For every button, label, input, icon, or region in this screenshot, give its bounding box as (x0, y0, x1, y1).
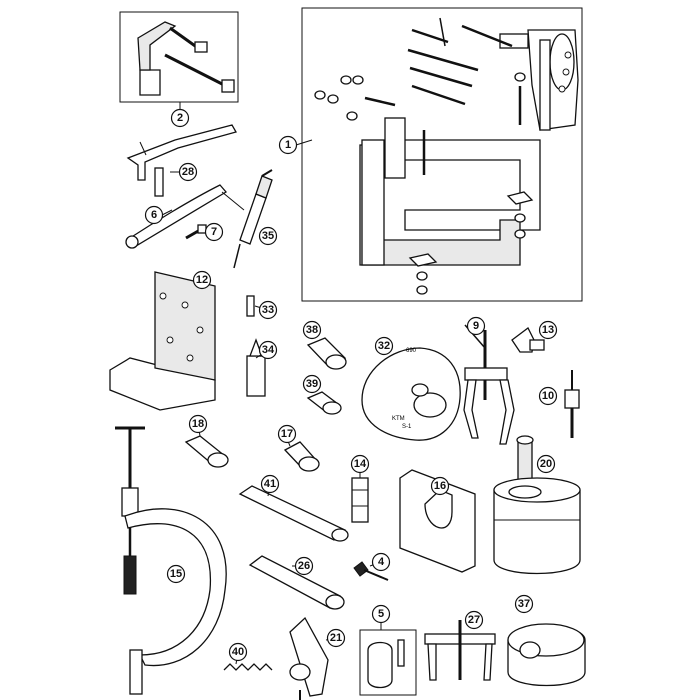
svg-text:18: 18 (192, 418, 204, 430)
part-10-tool (564, 370, 580, 438)
callout-26: 26 (294, 556, 314, 576)
callout-7: 7 (204, 222, 224, 242)
svg-text:17: 17 (281, 428, 293, 440)
svg-text:7: 7 (211, 226, 217, 238)
part-28-holder (126, 124, 237, 197)
callout-13: 13 (538, 320, 558, 340)
svg-text:9: 9 (473, 320, 479, 332)
callout-35: 35 (258, 226, 278, 246)
part-13-tool (511, 327, 545, 353)
callout-17: 17 (277, 424, 297, 444)
svg-text:13: 13 (542, 324, 554, 336)
svg-text:27: 27 (468, 614, 480, 626)
part-9-puller (463, 324, 515, 445)
svg-text:2: 2 (177, 112, 183, 124)
svg-text:38: 38 (306, 324, 318, 336)
part-26-socket (248, 555, 345, 610)
callout-34: 34 (258, 340, 278, 360)
svg-text:10: 10 (542, 390, 554, 402)
callout-39: 39 (302, 374, 322, 394)
part-20-press (493, 435, 581, 575)
part-40-spring (223, 663, 273, 671)
callout-38: 38 (302, 320, 322, 340)
callout-33: 33 (258, 300, 278, 320)
part-17-sleeve (283, 441, 320, 472)
callout-21: 21 (326, 628, 346, 648)
svg-text:26: 26 (298, 560, 310, 572)
part-37-ring (507, 623, 586, 687)
part-14-filter (351, 477, 369, 523)
part-39-sleeve (306, 391, 342, 415)
callout-15: 15 (166, 564, 186, 584)
part-16-fork-block (399, 469, 476, 573)
svg-text:15: 15 (170, 568, 182, 580)
part-12-angle-plate (109, 271, 216, 411)
part-21-puller (289, 616, 329, 700)
svg-text:21: 21 (330, 632, 342, 644)
callout-40: 40 (228, 642, 248, 662)
part-41-drift (238, 485, 349, 542)
svg-text:32: 32 (378, 340, 390, 352)
callout-20: 20 (536, 454, 556, 474)
svg-text:5: 5 (378, 608, 384, 620)
callout-16: 16 (430, 476, 450, 496)
part-15-spring-compressor (115, 426, 227, 695)
callout-28: 28 (178, 162, 198, 182)
part-18-sleeve (184, 435, 229, 468)
callout-14: 14 (350, 454, 370, 474)
plate-text-2: 690 (406, 348, 417, 354)
callout-9: 9 (466, 316, 486, 336)
callout-41: 41 (260, 474, 280, 494)
callout-32: 32 (374, 336, 394, 356)
svg-text:4: 4 (378, 556, 385, 568)
part-4-key (353, 561, 389, 581)
part-5-kit (359, 629, 417, 696)
svg-text:34: 34 (262, 344, 275, 356)
svg-text:35: 35 (262, 230, 274, 242)
part-2-bracket (119, 11, 239, 103)
svg-text:14: 14 (354, 458, 367, 470)
callout-4: 4 (371, 552, 391, 572)
svg-text:20: 20 (540, 458, 552, 470)
plate-text-3: S-1 (402, 424, 412, 430)
svg-text:28: 28 (182, 166, 194, 178)
part-38-sleeve (306, 337, 347, 370)
svg-text:33: 33 (262, 304, 274, 316)
part-34-bottle (246, 338, 266, 397)
svg-text:41: 41 (264, 478, 276, 490)
part-7-bolt (185, 224, 207, 240)
callout-6: 6 (144, 205, 164, 225)
svg-text:6: 6 (151, 209, 157, 221)
part-27-puller (424, 620, 496, 681)
callout-12: 12 (192, 270, 212, 290)
part-1-engine-stand (301, 7, 583, 302)
callout-1: 1 (278, 135, 298, 155)
callout-10: 10 (538, 386, 558, 406)
svg-text:40: 40 (232, 646, 244, 658)
part-33-plug (246, 295, 255, 317)
svg-text:37: 37 (518, 598, 530, 610)
part-32-plate: KTM 690 S-1 (361, 347, 461, 441)
svg-text:39: 39 (306, 378, 318, 390)
callout-18: 18 (188, 414, 208, 434)
callout-27: 27 (464, 610, 484, 630)
callout-5: 5 (371, 604, 391, 624)
callouts: 1 2 28 6 7 35 12 33 34 38 39 32 9 13 10 … (144, 108, 558, 662)
svg-text:12: 12 (196, 274, 208, 286)
callout-37: 37 (514, 594, 534, 614)
callout-2: 2 (170, 108, 190, 128)
svg-text:1: 1 (285, 139, 291, 151)
part-35-grease-gun (233, 169, 273, 269)
svg-text:16: 16 (434, 480, 446, 492)
plate-text-1: KTM (392, 416, 405, 422)
